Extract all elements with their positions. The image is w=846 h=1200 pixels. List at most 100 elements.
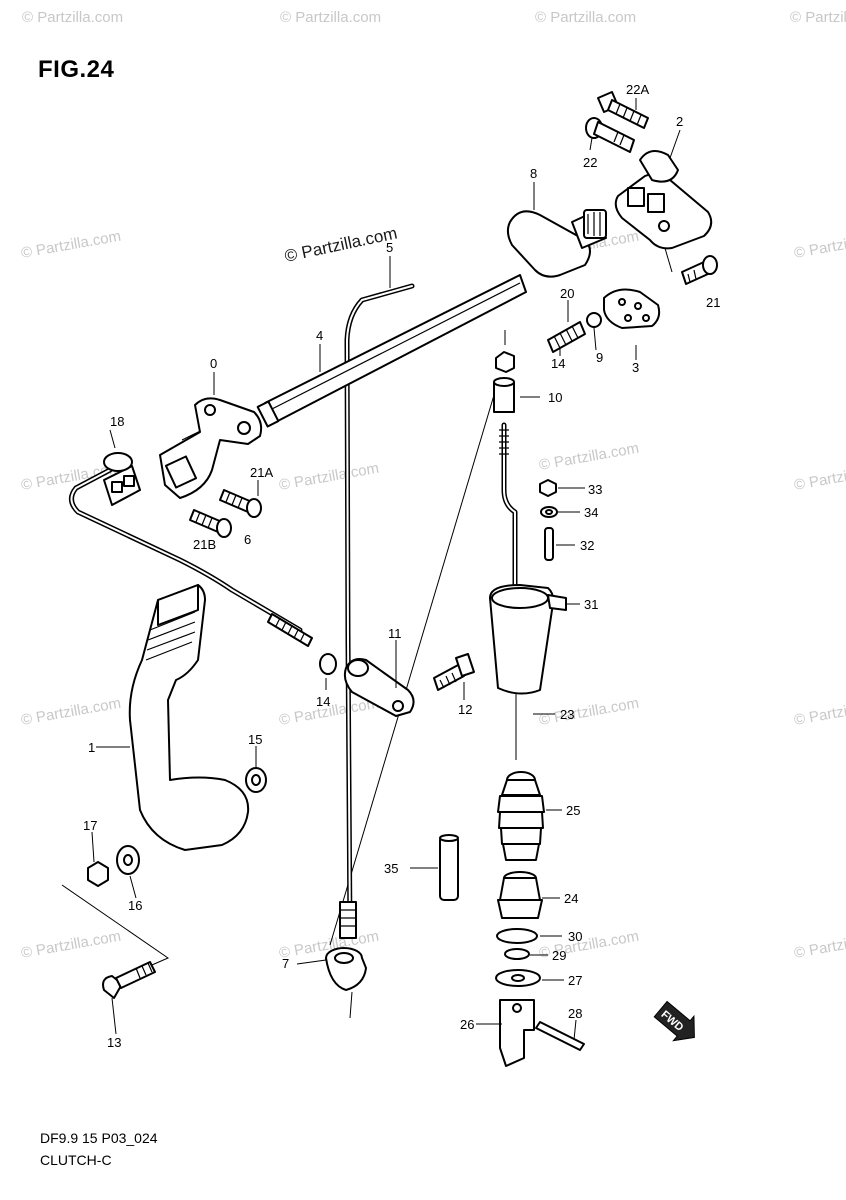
callout-35: 35 xyxy=(384,861,398,876)
o-ring-30 xyxy=(496,928,538,944)
callout-17: 17 xyxy=(83,818,97,833)
watermark: © Partzilla.com xyxy=(280,9,381,26)
callout-21b: 21B xyxy=(193,537,216,552)
callout-14-lower: 14 xyxy=(316,694,330,709)
callout-27: 27 xyxy=(568,973,582,988)
arm-2 xyxy=(614,150,713,250)
watermark: © Partzilla.com xyxy=(793,928,846,962)
clip-18 xyxy=(103,452,141,506)
bolt-22a xyxy=(597,91,649,129)
callout-22a: 22A xyxy=(626,82,649,97)
arm-11 xyxy=(343,658,415,717)
callout-5: 5 xyxy=(386,240,393,255)
watermark: © Partzilla.com xyxy=(20,695,122,729)
callout-31: 31 xyxy=(584,597,598,612)
callout-9: 9 xyxy=(596,350,603,365)
bolt-13 xyxy=(102,961,156,999)
collar-10 xyxy=(493,351,515,413)
bolt-21a xyxy=(219,489,262,518)
callout-33: 33 xyxy=(588,482,602,497)
footer-code: DF9.9 15 P03_024 xyxy=(40,1130,158,1146)
callout-30: 30 xyxy=(568,929,582,944)
footer-section: CLUTCH-C xyxy=(40,1152,112,1168)
watermark: © Partzilla.com xyxy=(793,228,846,262)
bracket-26 xyxy=(499,999,535,1067)
watermark: © Partzilla.com xyxy=(20,928,122,962)
callout-3: 3 xyxy=(632,360,639,375)
watermark: © Partzilla.com xyxy=(20,228,122,262)
washer-16 xyxy=(116,845,140,875)
bolt-21 xyxy=(681,255,718,285)
assembly-lines xyxy=(61,237,673,1019)
washer-27 xyxy=(495,969,541,987)
callout-16: 16 xyxy=(128,898,142,913)
watermark: © Partzilla.com xyxy=(535,9,636,26)
fwd-badge: FWD xyxy=(653,1000,695,1042)
ball-9 xyxy=(586,312,602,328)
pin-35 xyxy=(439,834,459,901)
callout-20: 20 xyxy=(560,286,574,301)
callout-32: 32 xyxy=(580,538,594,553)
callout-11: 11 xyxy=(388,626,402,641)
callout-6: 6 xyxy=(244,532,251,547)
shift-rod xyxy=(499,422,518,593)
pin-28 xyxy=(535,1021,585,1051)
plate-3 xyxy=(603,288,661,329)
callout-15: 15 xyxy=(248,732,262,747)
lever-0 xyxy=(159,397,263,499)
watermark: © Partzilla.com xyxy=(790,9,846,26)
nut-17 xyxy=(87,861,109,887)
callout-18: 18 xyxy=(110,414,124,429)
callout-leaders xyxy=(91,98,681,1041)
callout-0: 0 xyxy=(210,356,217,371)
bolt-22 xyxy=(585,117,635,153)
callout-21: 21 xyxy=(706,295,720,310)
link-rod xyxy=(69,467,313,647)
callout-25: 25 xyxy=(566,803,580,818)
callout-labels: 22A 2 22 8 5 20 21 14 9 3 4 0 10 18 21A … xyxy=(83,82,720,1050)
shaft xyxy=(256,274,527,428)
watermark: © Partzilla.com xyxy=(22,9,123,26)
callout-23: 23 xyxy=(560,707,574,722)
callout-7: 7 xyxy=(282,956,289,971)
rod-end-7 xyxy=(325,947,367,991)
callout-26: 26 xyxy=(460,1017,474,1032)
callout-34: 34 xyxy=(584,505,598,520)
callout-28: 28 xyxy=(568,1006,582,1021)
callout-10: 10 xyxy=(548,390,562,405)
callout-2: 2 xyxy=(676,114,683,129)
long-rod xyxy=(339,283,415,939)
callout-14-upper: 14 xyxy=(551,356,565,371)
bolt-21b xyxy=(189,509,232,538)
callout-13: 13 xyxy=(107,1035,121,1050)
sleeve-31 xyxy=(489,584,567,695)
callout-12: 12 xyxy=(458,702,472,717)
nut-33 xyxy=(539,479,557,497)
washer-34 xyxy=(540,506,558,518)
figure-title: FIG.24 xyxy=(38,56,115,83)
callout-4: 4 xyxy=(316,328,323,343)
washer-15 xyxy=(245,767,267,793)
collar-14 xyxy=(319,653,337,675)
o-ring-29 xyxy=(504,948,530,960)
watermark-main: © Partzilla.com xyxy=(283,224,399,266)
watermark: © Partzilla.com xyxy=(793,460,846,494)
bolt-12 xyxy=(433,653,475,691)
watermark: © Partzilla.com xyxy=(538,440,640,474)
watermark: © Partzilla.com xyxy=(793,695,846,729)
pin-32 xyxy=(544,527,554,561)
watermark: © Partzilla.com xyxy=(278,460,380,494)
callout-29: 29 xyxy=(552,948,566,963)
callout-22: 22 xyxy=(583,155,597,170)
bushing-24 xyxy=(497,871,543,919)
boot-25 xyxy=(497,771,545,861)
watermark: © Partzilla.com xyxy=(538,695,640,729)
rod-thread xyxy=(339,901,357,939)
spring-20 xyxy=(547,321,586,353)
callout-8: 8 xyxy=(530,166,537,181)
pedal-1 xyxy=(128,584,250,851)
callout-24: 24 xyxy=(564,891,578,906)
callout-1: 1 xyxy=(88,740,95,755)
callout-21a: 21A xyxy=(250,465,273,480)
